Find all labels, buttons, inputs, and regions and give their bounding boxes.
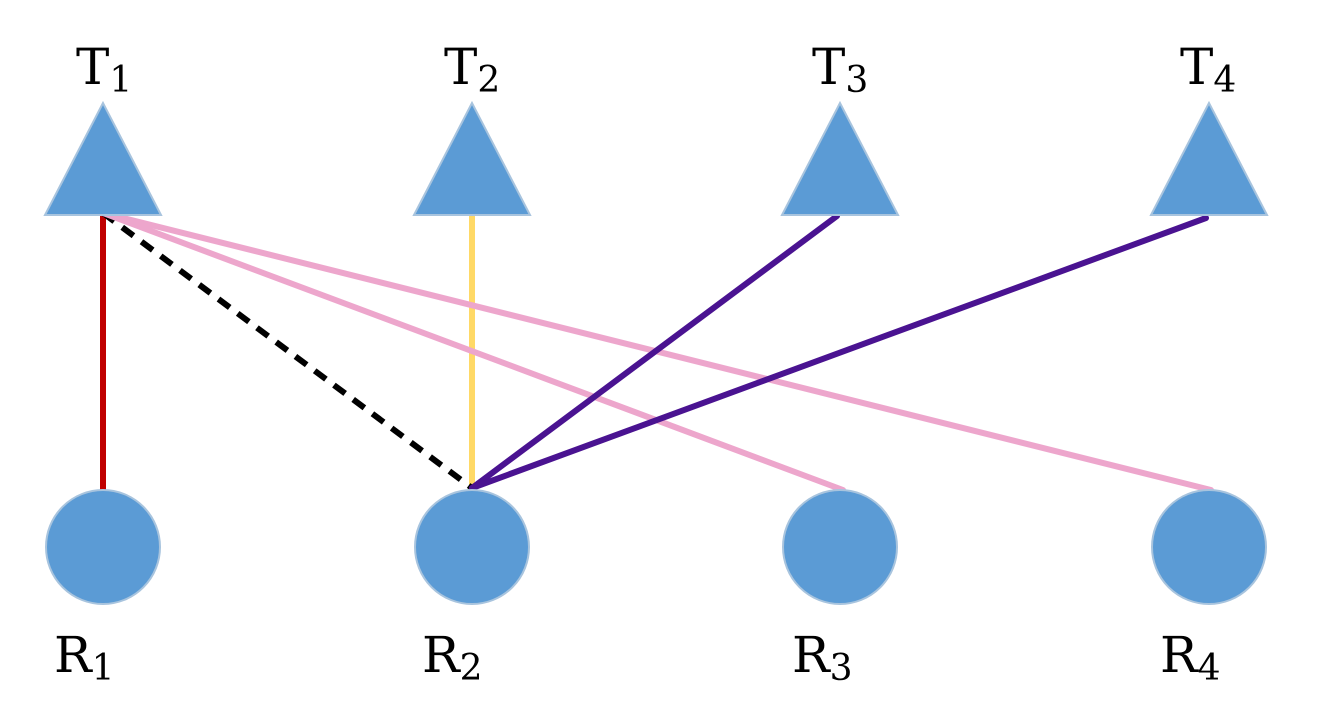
receivers-layer [45, 489, 1267, 605]
transmitter-t1-label: T1 [76, 38, 132, 101]
receiver-r3-label: R3 [792, 626, 853, 689]
transmitter-t2-triangle [412, 100, 532, 216]
transmitter-t4-label: T4 [1180, 38, 1236, 101]
link-t1-r2 [101, 210, 474, 491]
transmitter-t4-triangle [1149, 100, 1269, 216]
links-layer [100, 210, 1214, 493]
transmitter-t1-triangle [43, 100, 163, 216]
receiver-r1-circle [45, 489, 161, 605]
receiver-r4-circle [1151, 489, 1267, 605]
receiver-r2-circle [414, 489, 530, 605]
receiver-r3-circle [782, 489, 898, 605]
link-t1-r3 [100, 210, 846, 493]
link-t4-r2 [469, 215, 1209, 491]
receiver-r2-label: R2 [422, 626, 483, 689]
receiver-labels: R1 R2 R3 R4 [54, 626, 1221, 689]
transmitter-labels: T1 T2 T3 T4 [76, 38, 1236, 101]
transmitters-layer [43, 100, 1269, 216]
transmitter-t3-label: T3 [812, 38, 868, 101]
receiver-r4-label: R4 [1160, 626, 1221, 689]
transmitter-t3-triangle [780, 100, 900, 216]
link-t3-r2 [469, 213, 840, 491]
transmitter-t2-label: T2 [444, 38, 500, 101]
receiver-r1-label: R1 [54, 626, 115, 689]
